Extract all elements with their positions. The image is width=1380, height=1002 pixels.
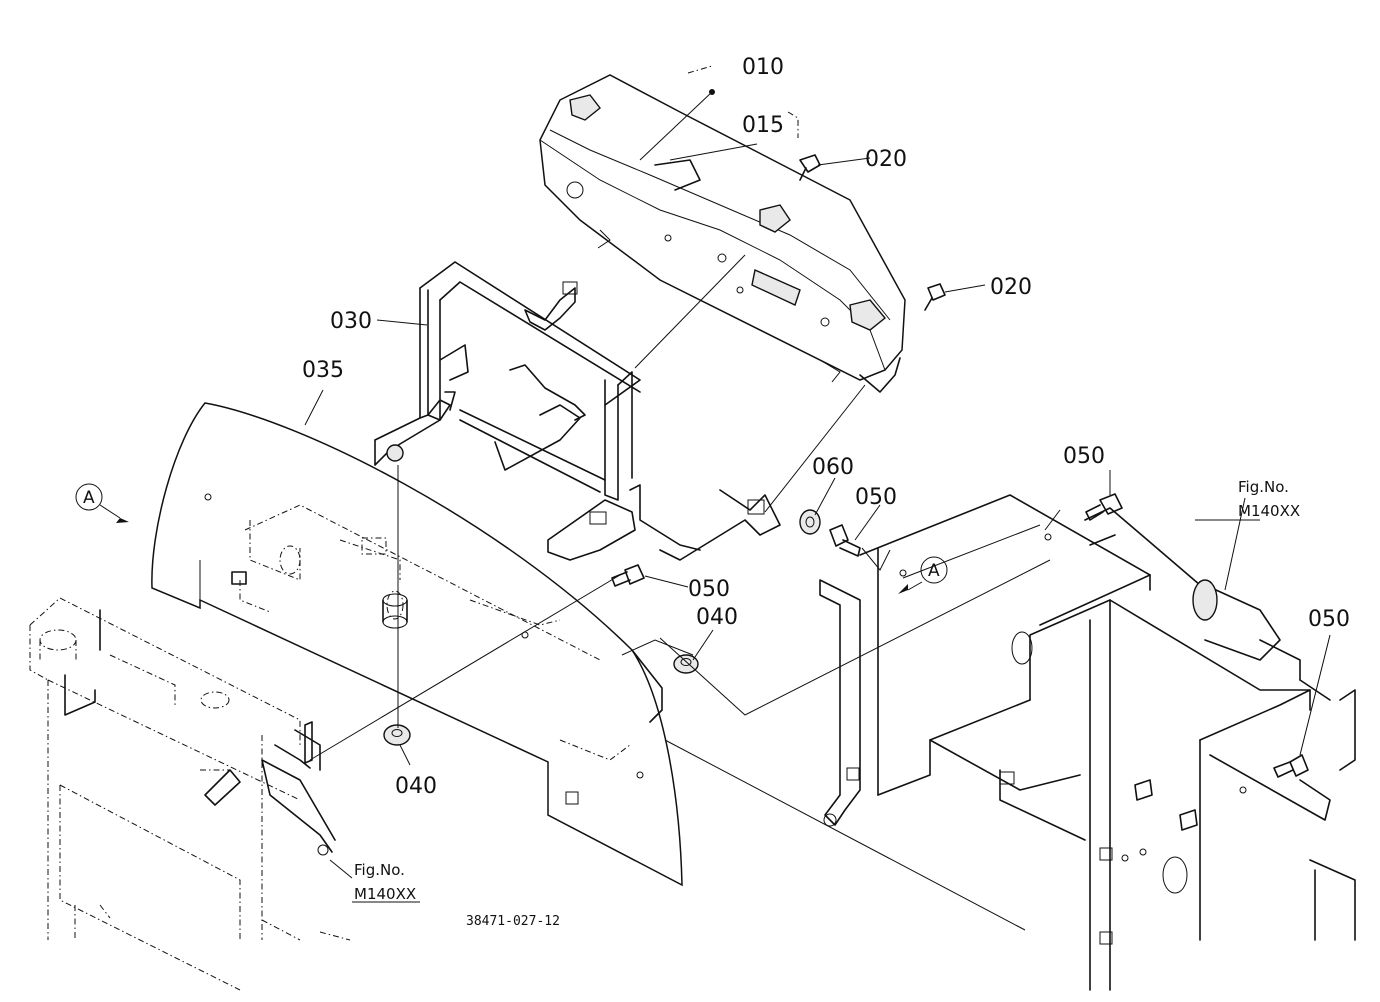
callout-035: 035 [302, 358, 344, 383]
fig-ref-left-code: M140XX [354, 885, 416, 903]
view-marker-left [75, 483, 129, 523]
leader-lines [304, 65, 1331, 903]
nut-040-lower [383, 724, 411, 746]
callout-020-upper: 020 [865, 147, 907, 172]
callout-050-right: 050 [855, 485, 897, 510]
stud [304, 721, 313, 764]
meter-assembly-010 [539, 74, 906, 393]
view-label-right: A [928, 561, 940, 581]
callout-020-lower: 020 [990, 275, 1032, 300]
assembly-lines [309, 254, 1061, 931]
panel-035 [151, 402, 683, 887]
callout-050-top: 050 [1063, 444, 1105, 469]
right-frame [819, 494, 1356, 991]
nut-040-mid [673, 654, 699, 674]
callout-040-lower: 040 [395, 774, 437, 799]
callout-010: 010 [742, 55, 784, 80]
view-label-left: A [83, 488, 95, 508]
screw-020-lower [924, 283, 946, 311]
bolt-050-mid [611, 564, 645, 587]
callout-030: 030 [330, 309, 372, 334]
left-frame [29, 597, 351, 991]
collar-060 [799, 509, 821, 535]
bolt-050-top [1085, 493, 1123, 521]
bracket-030 [374, 261, 781, 561]
fig-ref-left-label: Fig.No. [354, 861, 405, 879]
bolt-050-right [829, 524, 861, 557]
callout-050-far: 050 [1308, 607, 1350, 632]
callout-060: 060 [812, 455, 854, 480]
fig-ref-right-code: M140XX [1238, 502, 1300, 520]
bolt-050-far [1273, 754, 1309, 778]
spacer [382, 593, 408, 629]
fig-ref-right-label: Fig.No. [1238, 478, 1289, 496]
view-marker-right [898, 556, 948, 594]
drawing-number: 38471-027-12 [466, 914, 560, 929]
callout-040-mid: 040 [696, 605, 738, 630]
callout-015: 015 [742, 113, 784, 138]
callout-050-mid: 050 [688, 577, 730, 602]
